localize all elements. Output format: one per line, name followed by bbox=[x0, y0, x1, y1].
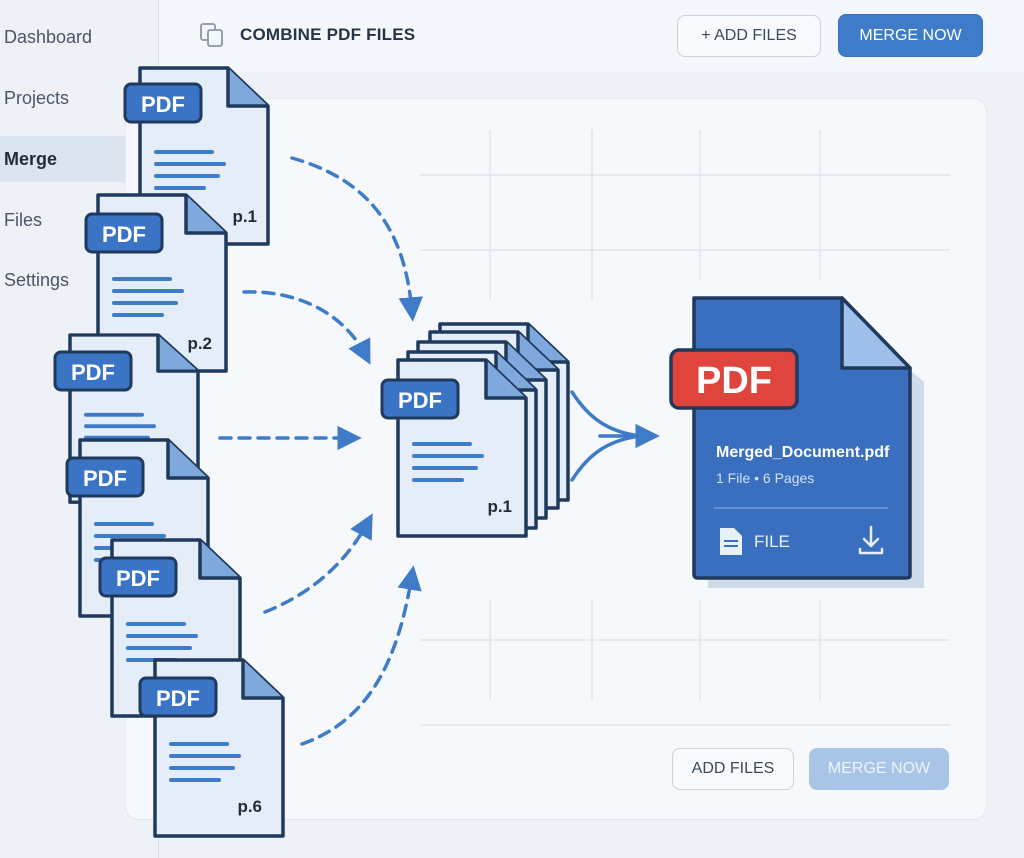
add-files-button[interactable]: + ADD FILES bbox=[677, 15, 821, 57]
sidebar-item-label: Projects bbox=[4, 88, 70, 108]
pdf-badge bbox=[98, 556, 178, 598]
sidebar-item-dashboard[interactable]: Dashboard bbox=[0, 14, 140, 60]
pdf-badge-label: PDF bbox=[102, 222, 146, 247]
sidebar-item-label: Files bbox=[4, 210, 43, 230]
sidebar-item-files[interactable]: Files bbox=[0, 197, 140, 243]
pdf-badge-label: PDF bbox=[141, 92, 185, 117]
sidebar-item-label: Settings bbox=[4, 270, 70, 290]
footer-add-files-button[interactable]: ADD FILES bbox=[672, 748, 794, 790]
pdf-badge bbox=[65, 456, 145, 498]
merged-file-meta: 1 File • 6 Pages bbox=[716, 470, 815, 486]
arrow-5 bbox=[300, 565, 422, 746]
pdf-badge bbox=[53, 350, 133, 392]
download-icon[interactable] bbox=[858, 525, 884, 555]
merged-file-type: FILE bbox=[754, 532, 790, 551]
arrow-4 bbox=[263, 513, 373, 614]
pdf-badge bbox=[380, 378, 460, 420]
sidebar-item-merge[interactable]: Merge bbox=[0, 136, 140, 182]
page-title: COMBINE PDF FILES bbox=[240, 25, 416, 44]
merged-file-card[interactable]: PDF bbox=[669, 296, 924, 588]
document-icon bbox=[720, 528, 742, 555]
page-label: p.2 bbox=[187, 334, 212, 353]
pdf-badge bbox=[669, 348, 799, 410]
footer-merge-now-button[interactable]: MERGE NOW bbox=[809, 748, 949, 790]
combine-files-icon bbox=[200, 23, 223, 47]
sidebar-item-projects[interactable]: Projects bbox=[0, 75, 140, 121]
sidebar-item-label: Dashboard bbox=[4, 27, 93, 47]
arrow-1 bbox=[290, 156, 423, 322]
background-grid bbox=[420, 130, 950, 726]
pdf-badge-label: PDF bbox=[156, 686, 200, 711]
arrow-2 bbox=[242, 290, 371, 365]
page-label: p.6 bbox=[237, 797, 262, 816]
pdf-badge-label: PDF bbox=[398, 388, 442, 413]
sidebar-item-settings[interactable]: Settings bbox=[0, 257, 140, 303]
page-label: p.1 bbox=[232, 207, 257, 226]
pdf-badge-label: PDF bbox=[71, 360, 115, 385]
pdf-badge bbox=[84, 212, 164, 254]
sidebar-item-label: Merge bbox=[4, 149, 58, 169]
merge-now-button[interactable]: MERGE NOW bbox=[838, 14, 983, 57]
pdf-badge-label: PDF bbox=[116, 566, 160, 591]
merge-arrow bbox=[570, 390, 660, 482]
merged-filename: Merged_Document.pdf bbox=[716, 444, 890, 461]
pdf-badge-label: PDF bbox=[83, 466, 127, 491]
page-label: p.1 bbox=[487, 497, 512, 516]
merged-stack: PDF p.1 bbox=[380, 322, 570, 538]
pdf-badge bbox=[138, 676, 218, 718]
pdf-badge bbox=[123, 82, 203, 124]
pdf-badge-label: PDF bbox=[696, 360, 772, 402]
